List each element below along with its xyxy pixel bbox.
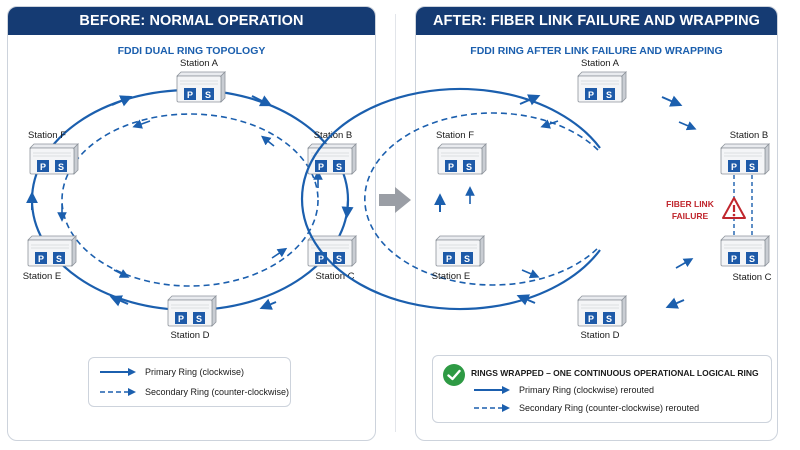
station-a-after: P S Station A <box>577 58 627 103</box>
svg-text:S: S <box>466 162 472 172</box>
station-d: P S Station D <box>167 295 217 341</box>
svg-text:S: S <box>749 162 755 172</box>
station-e-after-label: Station E <box>432 271 471 282</box>
legend-secondary-row: Secondary Ring (counter-clockwise) <box>99 387 289 397</box>
svg-text:P: P <box>40 162 46 172</box>
after-legend-title: RINGS WRAPPED – ONE CONTINUOUS OPERATION… <box>471 368 759 378</box>
wrapped-secondary-arrows <box>465 119 697 279</box>
svg-text:P: P <box>588 90 594 100</box>
station-f-after: P S Station F <box>436 130 487 175</box>
legend-secondary-rerouted-row: Secondary Ring (counter-clockwise) rerou… <box>473 403 699 413</box>
station-e-label: Station E <box>23 271 62 282</box>
station-c-label: Station C <box>315 271 354 282</box>
svg-text:S: S <box>606 90 612 100</box>
svg-text:P: P <box>588 314 594 324</box>
station-f-label: Station F <box>28 130 66 141</box>
before-legend: Primary Ring (clockwise) Secondary Ring … <box>88 357 291 407</box>
secondary-ring-arrows <box>57 119 323 278</box>
solid-arrow-icon <box>474 386 510 394</box>
svg-text:P: P <box>446 254 452 264</box>
solid-arrow-icon <box>100 368 136 376</box>
station-e-after: P S Station E <box>432 235 485 282</box>
station-d-after: P S Station D <box>577 295 627 341</box>
svg-text:P: P <box>178 314 184 324</box>
svg-text:P: P <box>731 254 737 264</box>
arrow-right-icon <box>377 185 413 220</box>
svg-text:P: P <box>318 162 324 172</box>
svg-text:S: S <box>196 314 202 324</box>
svg-text:S: S <box>336 162 342 172</box>
wrapped-secondary-ring <box>364 112 599 286</box>
check-icon <box>443 364 465 386</box>
legend-primary-label: Primary Ring (clockwise) <box>145 367 245 377</box>
station-d-after-label: Station D <box>580 330 619 341</box>
warning-icon <box>722 197 746 219</box>
station-b-label: Station B <box>314 130 353 141</box>
svg-text:P: P <box>448 162 454 172</box>
station-e: P S Station E <box>23 235 77 282</box>
svg-text:S: S <box>336 254 342 264</box>
legend-primary-row: Primary Ring (clockwise) <box>99 367 244 377</box>
station-a-label: Station A <box>180 58 219 69</box>
svg-text:S: S <box>205 90 211 100</box>
before-subtitle: FDDI DUAL RING TOPOLOGY <box>117 45 266 57</box>
legend-primary-rerouted-label: Primary Ring (clockwise) rerouted <box>519 385 655 395</box>
station-a-after-label: Station A <box>581 58 620 69</box>
primary-ring <box>30 88 350 312</box>
svg-text:S: S <box>58 162 64 172</box>
svg-text:S: S <box>606 314 612 324</box>
station-f-after-label: Station F <box>436 130 474 141</box>
legend-primary-rerouted-row: Primary Ring (clockwise) rerouted <box>473 385 654 395</box>
before-diagram: P S Station A P S Station B P S Station … <box>23 58 357 341</box>
station-b: P S Station B <box>307 130 357 175</box>
station-c: P S Station C <box>307 235 357 282</box>
wrapped-primary-arrows <box>434 94 685 309</box>
svg-text:S: S <box>749 254 755 264</box>
panel-separator <box>395 14 396 432</box>
station-a: P S Station A <box>176 58 226 103</box>
station-b-after: P S Station B <box>720 130 770 175</box>
legend-secondary-rerouted-label: Secondary Ring (counter-clockwise) rerou… <box>519 403 700 413</box>
station-c-after: P S Station C <box>720 235 772 283</box>
station-d-label: Station D <box>170 330 209 341</box>
station-f: P S Station F <box>28 130 79 175</box>
failure-label-line2: FAILURE <box>672 211 709 221</box>
legend-secondary-label: Secondary Ring (counter-clockwise) <box>145 387 290 397</box>
dashed-arrow-icon <box>474 404 510 412</box>
svg-text:S: S <box>56 254 62 264</box>
before-panel-header: BEFORE: NORMAL OPERATION <box>8 7 375 35</box>
dashed-arrow-icon <box>100 388 136 396</box>
svg-text:P: P <box>318 254 324 264</box>
svg-text:S: S <box>464 254 470 264</box>
after-panel-header: AFTER: FIBER LINK FAILURE AND WRAPPING <box>416 7 777 35</box>
failure-label-line1: FIBER LINK <box>666 199 715 209</box>
secondary-ring <box>61 113 319 287</box>
after-diagram: FIBER LINK FAILURE P S Station A P S Sta… <box>300 58 772 341</box>
after-legend: RINGS WRAPPED – ONE CONTINUOUS OPERATION… <box>432 355 772 423</box>
svg-text:P: P <box>731 162 737 172</box>
after-subtitle: FDDI RING AFTER LINK FAILURE AND WRAPPIN… <box>470 45 723 57</box>
wrapped-primary-ring <box>300 87 601 311</box>
primary-ring-arrows <box>26 95 354 310</box>
station-b-after-label: Station B <box>730 130 769 141</box>
svg-text:P: P <box>38 254 44 264</box>
svg-text:P: P <box>187 90 193 100</box>
station-c-after-label: Station C <box>732 272 771 283</box>
